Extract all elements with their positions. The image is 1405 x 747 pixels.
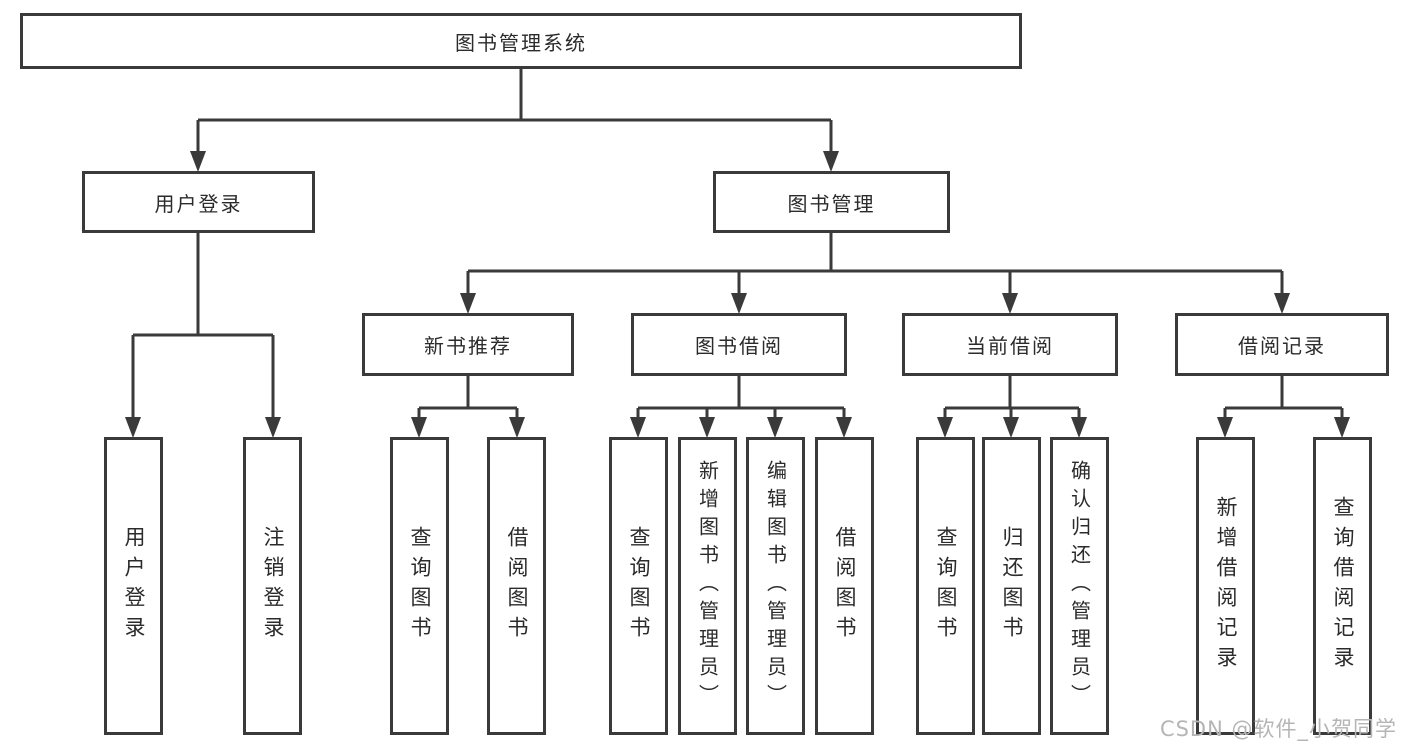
node-new-book-recommend-label: 新书推荐 — [424, 334, 512, 358]
leaf-logout-login-label: 注销登录 — [261, 526, 285, 646]
node-book-borrow-label: 图书借阅 — [695, 334, 783, 358]
leaf-return-books-label: 归还图书 — [1000, 526, 1024, 646]
leaf-return-books: 归还图书 — [982, 437, 1041, 735]
leaf-query-books-recommend-label: 查询图书 — [408, 526, 432, 646]
node-user-login-branch-label: 用户登录 — [154, 191, 243, 216]
leaf-logout-login: 注销登录 — [243, 437, 302, 735]
leaf-user-login-label: 用户登录 — [122, 526, 146, 646]
leaf-query-books-current: 查询图书 — [916, 437, 975, 735]
leaf-confirm-return-admin-label: 确认归还（管理员） — [1067, 460, 1092, 712]
leaf-query-books-borrow-label: 查询图书 — [627, 526, 651, 646]
leaf-confirm-return-admin: 确认归还（管理员） — [1050, 437, 1109, 735]
leaf-add-book-admin-label: 新增图书（管理员） — [695, 460, 720, 712]
leaf-query-books-recommend: 查询图书 — [390, 437, 449, 735]
leaf-query-borrow-record: 查询借阅记录 — [1313, 437, 1372, 735]
node-book-management-branch: 图书管理 — [713, 171, 950, 233]
leaf-edit-book-admin: 编辑图书（管理员） — [746, 437, 805, 735]
node-new-book-recommend: 新书推荐 — [362, 313, 574, 376]
node-book-borrow: 图书借阅 — [631, 313, 847, 376]
node-root-library-system: 图书管理系统 — [20, 13, 1022, 69]
leaf-borrow-books-recommend-label: 借阅图书 — [505, 526, 529, 646]
node-book-management-branch-label: 图书管理 — [787, 191, 876, 216]
leaf-user-login: 用户登录 — [104, 437, 163, 735]
leaf-borrow-books: 借阅图书 — [815, 437, 874, 735]
node-borrow-records: 借阅记录 — [1175, 313, 1389, 376]
node-user-login-branch: 用户登录 — [82, 171, 315, 233]
leaf-borrow-books-recommend: 借阅图书 — [487, 437, 546, 735]
leaf-add-book-admin: 新增图书（管理员） — [678, 437, 737, 735]
leaf-query-books-current-label: 查询图书 — [934, 526, 958, 646]
node-borrow-records-label: 借阅记录 — [1238, 334, 1326, 358]
leaf-edit-book-admin-label: 编辑图书（管理员） — [763, 460, 788, 712]
node-current-borrow: 当前借阅 — [902, 313, 1118, 376]
node-current-borrow-label: 当前借阅 — [966, 334, 1054, 358]
leaf-query-borrow-record-label: 查询借阅记录 — [1331, 496, 1355, 676]
csdn-watermark: CSDN @软件_小贺同学 — [1159, 717, 1397, 741]
leaf-query-books-borrow: 查询图书 — [609, 437, 668, 735]
leaf-add-borrow-record-label: 新增借阅记录 — [1214, 496, 1238, 676]
node-root-label: 图书管理系统 — [455, 30, 587, 55]
leaf-add-borrow-record: 新增借阅记录 — [1196, 437, 1255, 735]
leaf-borrow-books-label: 借阅图书 — [833, 526, 857, 646]
